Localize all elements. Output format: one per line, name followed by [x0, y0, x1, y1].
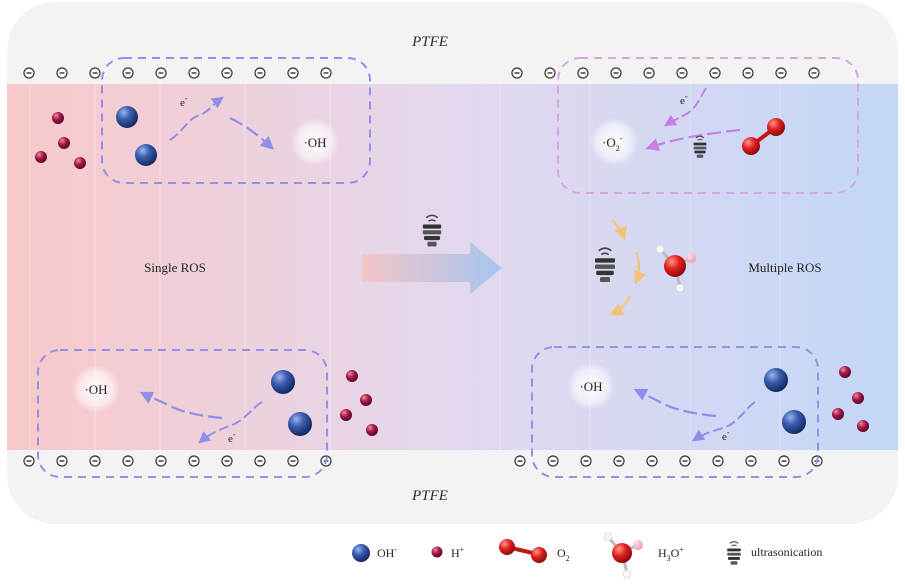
legend-oh-swatch: [352, 544, 370, 562]
electron-badge: [221, 67, 233, 79]
radical-glow: [72, 365, 120, 413]
electron-label: e-: [680, 92, 688, 107]
electron-badge: [122, 67, 134, 79]
electron-badge: [56, 455, 68, 467]
electron-badge: [221, 455, 233, 467]
legend-h3o-swatch: [603, 532, 643, 579]
ptfe-top-label: PTFE: [411, 34, 448, 50]
electron-badge: [23, 455, 35, 467]
electron-badge: [122, 455, 134, 467]
hydroxyl-radical-label: ·OH: [84, 382, 107, 397]
electron-transfer-arrow: [692, 401, 756, 442]
electron-badge: [712, 455, 724, 467]
electron-label: e-: [180, 94, 188, 109]
transition-arrow: [362, 242, 502, 294]
electron-badge: [547, 455, 559, 467]
electron-transfer-arrow: [169, 96, 224, 141]
electron-badge: [709, 67, 721, 79]
electron-badge: [643, 67, 655, 79]
electron-badge: [577, 67, 589, 79]
electron-badge: [89, 455, 101, 467]
reaction-box-right-bottom: [531, 346, 819, 478]
sonication-wave-arrow: [633, 251, 647, 285]
reaction-box-left-bottom: [37, 349, 328, 478]
electron-badge: [89, 67, 101, 79]
electron-label: e-: [722, 428, 730, 443]
electron-badge: [679, 455, 691, 467]
reaction-arrow: [229, 117, 274, 150]
h-ion-cluster: [340, 370, 378, 436]
electron-badge: [254, 67, 266, 79]
oh-ion: [116, 106, 138, 128]
sonication-wave-arrow: [611, 219, 627, 241]
electron-badge: [514, 455, 526, 467]
h-ion-cluster: [35, 112, 86, 169]
legend-o2-label: O2: [557, 546, 570, 563]
electron-badge: [56, 67, 68, 79]
legend-h3o-label: H3O+: [658, 545, 684, 563]
oh-ion: [135, 144, 157, 166]
reaction-box-left-top: [101, 57, 371, 184]
electron-badge: [511, 67, 523, 79]
electron-badge: [287, 455, 299, 467]
reaction-arrow: [139, 391, 223, 420]
single-ros-label: Single ROS: [144, 260, 206, 275]
multiple-ros-label: Multiple ROS: [748, 260, 821, 275]
electron-badge: [544, 67, 556, 79]
legend-ultrasonication-swatch: [726, 541, 742, 566]
radical-glow: [567, 362, 615, 410]
hydronium-molecule: [655, 244, 696, 293]
electron-badge: [745, 455, 757, 467]
superoxide-radical-label: ·O2-: [602, 134, 623, 153]
radical-glow: [590, 118, 638, 166]
reaction-box-right-top: [557, 57, 859, 194]
electron-badge: [155, 455, 167, 467]
oh-ion: [288, 412, 312, 436]
electron-badge: [320, 67, 332, 79]
electron-badge: [580, 455, 592, 467]
electron-badge: [254, 455, 266, 467]
electron-badge: [808, 67, 820, 79]
h-ion-cluster: [832, 366, 869, 432]
ptfe-bottom-label: PTFE: [411, 488, 448, 504]
electron-transfer-arrow: [198, 401, 263, 444]
legend: OH- H+ O2 H3O+ ultrasonication: [352, 532, 822, 579]
reaction-arrow: [633, 388, 717, 418]
legend-ultrasonication-label: ultrasonication: [751, 545, 822, 559]
electron-badge: [775, 67, 787, 79]
legend-h-swatch: [431, 546, 443, 558]
electron-badge: [155, 67, 167, 79]
hydroxyl-radical-label: ·OH: [303, 135, 326, 150]
electron-badge: [646, 455, 658, 467]
sonication-wave-arrow: [609, 295, 631, 316]
oxygen-molecule: [742, 118, 785, 155]
electron-label: e-: [228, 430, 236, 445]
electron-transfer-arrow: [663, 87, 707, 127]
electron-badge: [778, 455, 790, 467]
electron-badge: [676, 67, 688, 79]
electron-badge: [287, 67, 299, 79]
hydroxyl-radical-label: ·OH: [579, 379, 602, 394]
electron-badge: [23, 67, 35, 79]
oh-ion: [782, 410, 806, 434]
legend-o2-swatch: [499, 539, 547, 563]
legend-h-label: H+: [451, 545, 465, 560]
oh-ion: [271, 370, 295, 394]
radical-glow: [291, 118, 339, 166]
legend-oh-label: OH-: [377, 545, 397, 560]
electron-badge: [610, 67, 622, 79]
reaction-arrow: [645, 128, 741, 151]
electron-badge: [188, 455, 200, 467]
oh-ion: [764, 368, 788, 392]
electron-badge: [188, 67, 200, 79]
electron-badge: [613, 455, 625, 467]
electron-badge: [742, 67, 754, 79]
